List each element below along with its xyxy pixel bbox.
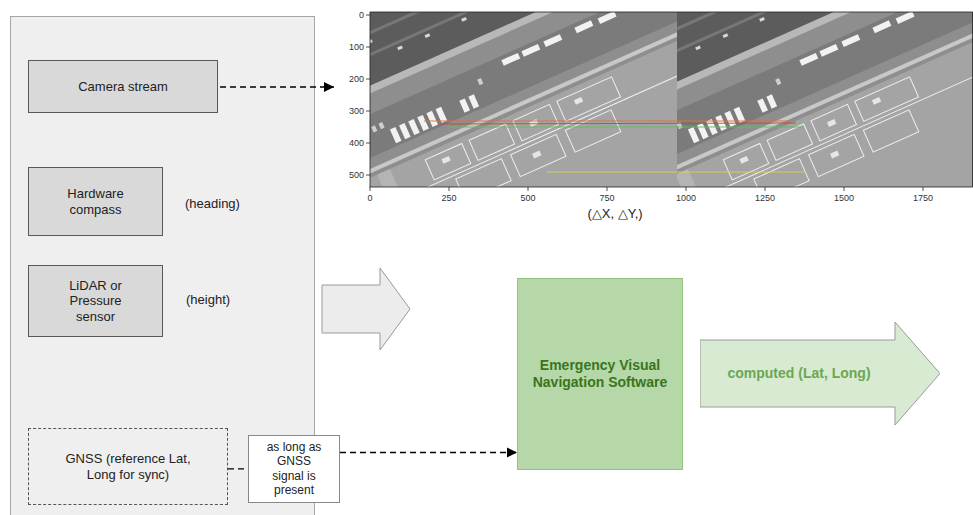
plot-frame <box>370 12 973 187</box>
photo-detail <box>923 187 924 191</box>
axis-ticks <box>366 15 923 191</box>
axis-tick-label: 500 <box>349 170 364 181</box>
node-text: as long as GNSS signal is present <box>260 440 328 498</box>
signal-connector <box>228 468 248 469</box>
axis-tick-label: 500 <box>520 193 535 204</box>
annotation-label: (heading) <box>185 196 240 212</box>
photo-detail <box>366 79 370 80</box>
axis-tick-label: 1000 <box>676 193 696 204</box>
axis-tick-label: 200 <box>349 74 364 85</box>
photo-detail <box>528 187 529 191</box>
camera-frame-right <box>677 12 973 187</box>
photo-detail <box>366 175 370 176</box>
axis-tick-label: 0 <box>367 193 372 204</box>
sensor-box: Hardware compass <box>28 167 163 236</box>
photo-detail <box>607 187 608 191</box>
axis-tick-label: 400 <box>349 138 364 149</box>
node-text: Emergency Visual Navigation Software <box>530 357 670 391</box>
axis-tick-label: 0 <box>359 10 364 21</box>
arrow-outline <box>700 322 940 425</box>
photo-detail <box>686 187 687 191</box>
input-arrow <box>322 268 410 350</box>
photo-detail <box>677 12 973 187</box>
axis-tick-label: 300 <box>349 106 364 117</box>
process-box: Emergency Visual Navigation Software <box>517 278 683 470</box>
camera-frame-left <box>370 12 677 187</box>
node-text: GNSS (reference Lat, Long for sync) <box>59 451 197 482</box>
photo-detail <box>440 123 796 124</box>
photo-detail <box>449 187 450 191</box>
photo-detail <box>765 187 766 191</box>
photo-detail <box>370 12 677 187</box>
photo-detail <box>844 187 845 191</box>
photo-detail <box>370 187 371 191</box>
signal-connector <box>340 452 517 453</box>
axis-tick-label: 1750 <box>913 193 933 204</box>
node-text: Hardware compass <box>57 186 134 217</box>
feature-match-lines <box>424 121 806 172</box>
sensor-box: Camera stream <box>28 60 218 113</box>
camera-feed-arrow <box>220 86 334 87</box>
axis-tick-label: 250 <box>441 193 456 204</box>
node-text: computed (Lat, Long) <box>727 365 870 382</box>
axis-tick-label: 750 <box>599 193 614 204</box>
annotation-label: (height) <box>186 292 230 308</box>
axis-tick-label: 1250 <box>755 193 775 204</box>
condition-note: as long as GNSS signal is present <box>248 435 340 503</box>
axis-tick-label: 100 <box>349 42 364 53</box>
optional-sensor-box: GNSS (reference Lat, Long for sync) <box>28 428 228 505</box>
node-text: LiDAR or Pressure sensor <box>57 278 134 325</box>
photo-detail <box>366 15 370 16</box>
output-arrow: computed (Lat, Long) <box>700 322 940 425</box>
photo-detail <box>366 47 370 48</box>
photo-detail <box>449 127 803 128</box>
photo-detail <box>424 121 790 122</box>
photo-detail <box>547 172 806 173</box>
photo-detail <box>366 111 370 112</box>
axis-tick-label: 1500 <box>834 193 854 204</box>
photo-detail <box>366 143 370 144</box>
annotation-label: (△X, △Y,) <box>587 206 642 222</box>
node-text: Camera stream <box>78 79 168 95</box>
sensor-box: LiDAR or Pressure sensor <box>28 265 163 337</box>
